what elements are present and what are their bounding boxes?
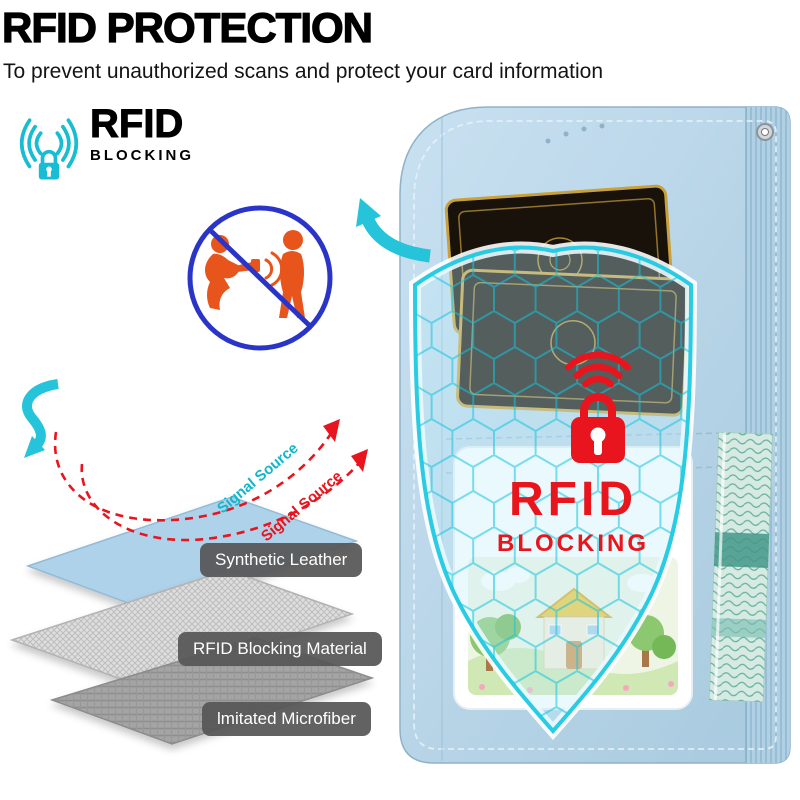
banknote (708, 431, 774, 703)
scan-waves (264, 251, 284, 287)
layer-label-synthetic-leather: Synthetic Leather (200, 543, 363, 577)
layer-label-imitated-microfiber: lmitated Microfiber (202, 702, 371, 736)
rfid-emblem: RFID BLOCKING (497, 351, 649, 557)
shield-badge-title: RFID (509, 473, 637, 526)
logo-tagline: BLOCKING (90, 147, 194, 164)
victim-person-illustration (279, 230, 305, 318)
page-subtitle: To prevent unauthorized scans and protec… (3, 60, 604, 83)
phone-wallet-case: RFID BLOCKING (399, 106, 791, 764)
snap-holes (545, 123, 605, 144)
shield-badge-subtitle: BLOCKING (497, 530, 649, 557)
rfid-blocking-logo: RFID BLOCKING (12, 104, 194, 190)
page-title: RFID PROTECTION (1, 3, 373, 51)
no-skimming-icon (187, 205, 333, 351)
signal-source-waves (53, 419, 368, 542)
padlock-wifi-icon (565, 351, 631, 388)
logo-title: RFID (90, 102, 184, 146)
curved-arrow-icon (356, 198, 431, 263)
layer-label-rfid-blocking-material: RFID Blocking Material (178, 632, 382, 666)
skimmer-person-illustration (204, 235, 260, 310)
eyelet-icon (756, 123, 774, 141)
layer-rfid-blocking-material (9, 569, 355, 687)
curved-arrow-down-icon (22, 379, 59, 458)
rfid-signal-lock-icon (19, 118, 79, 180)
stitching (413, 120, 777, 750)
